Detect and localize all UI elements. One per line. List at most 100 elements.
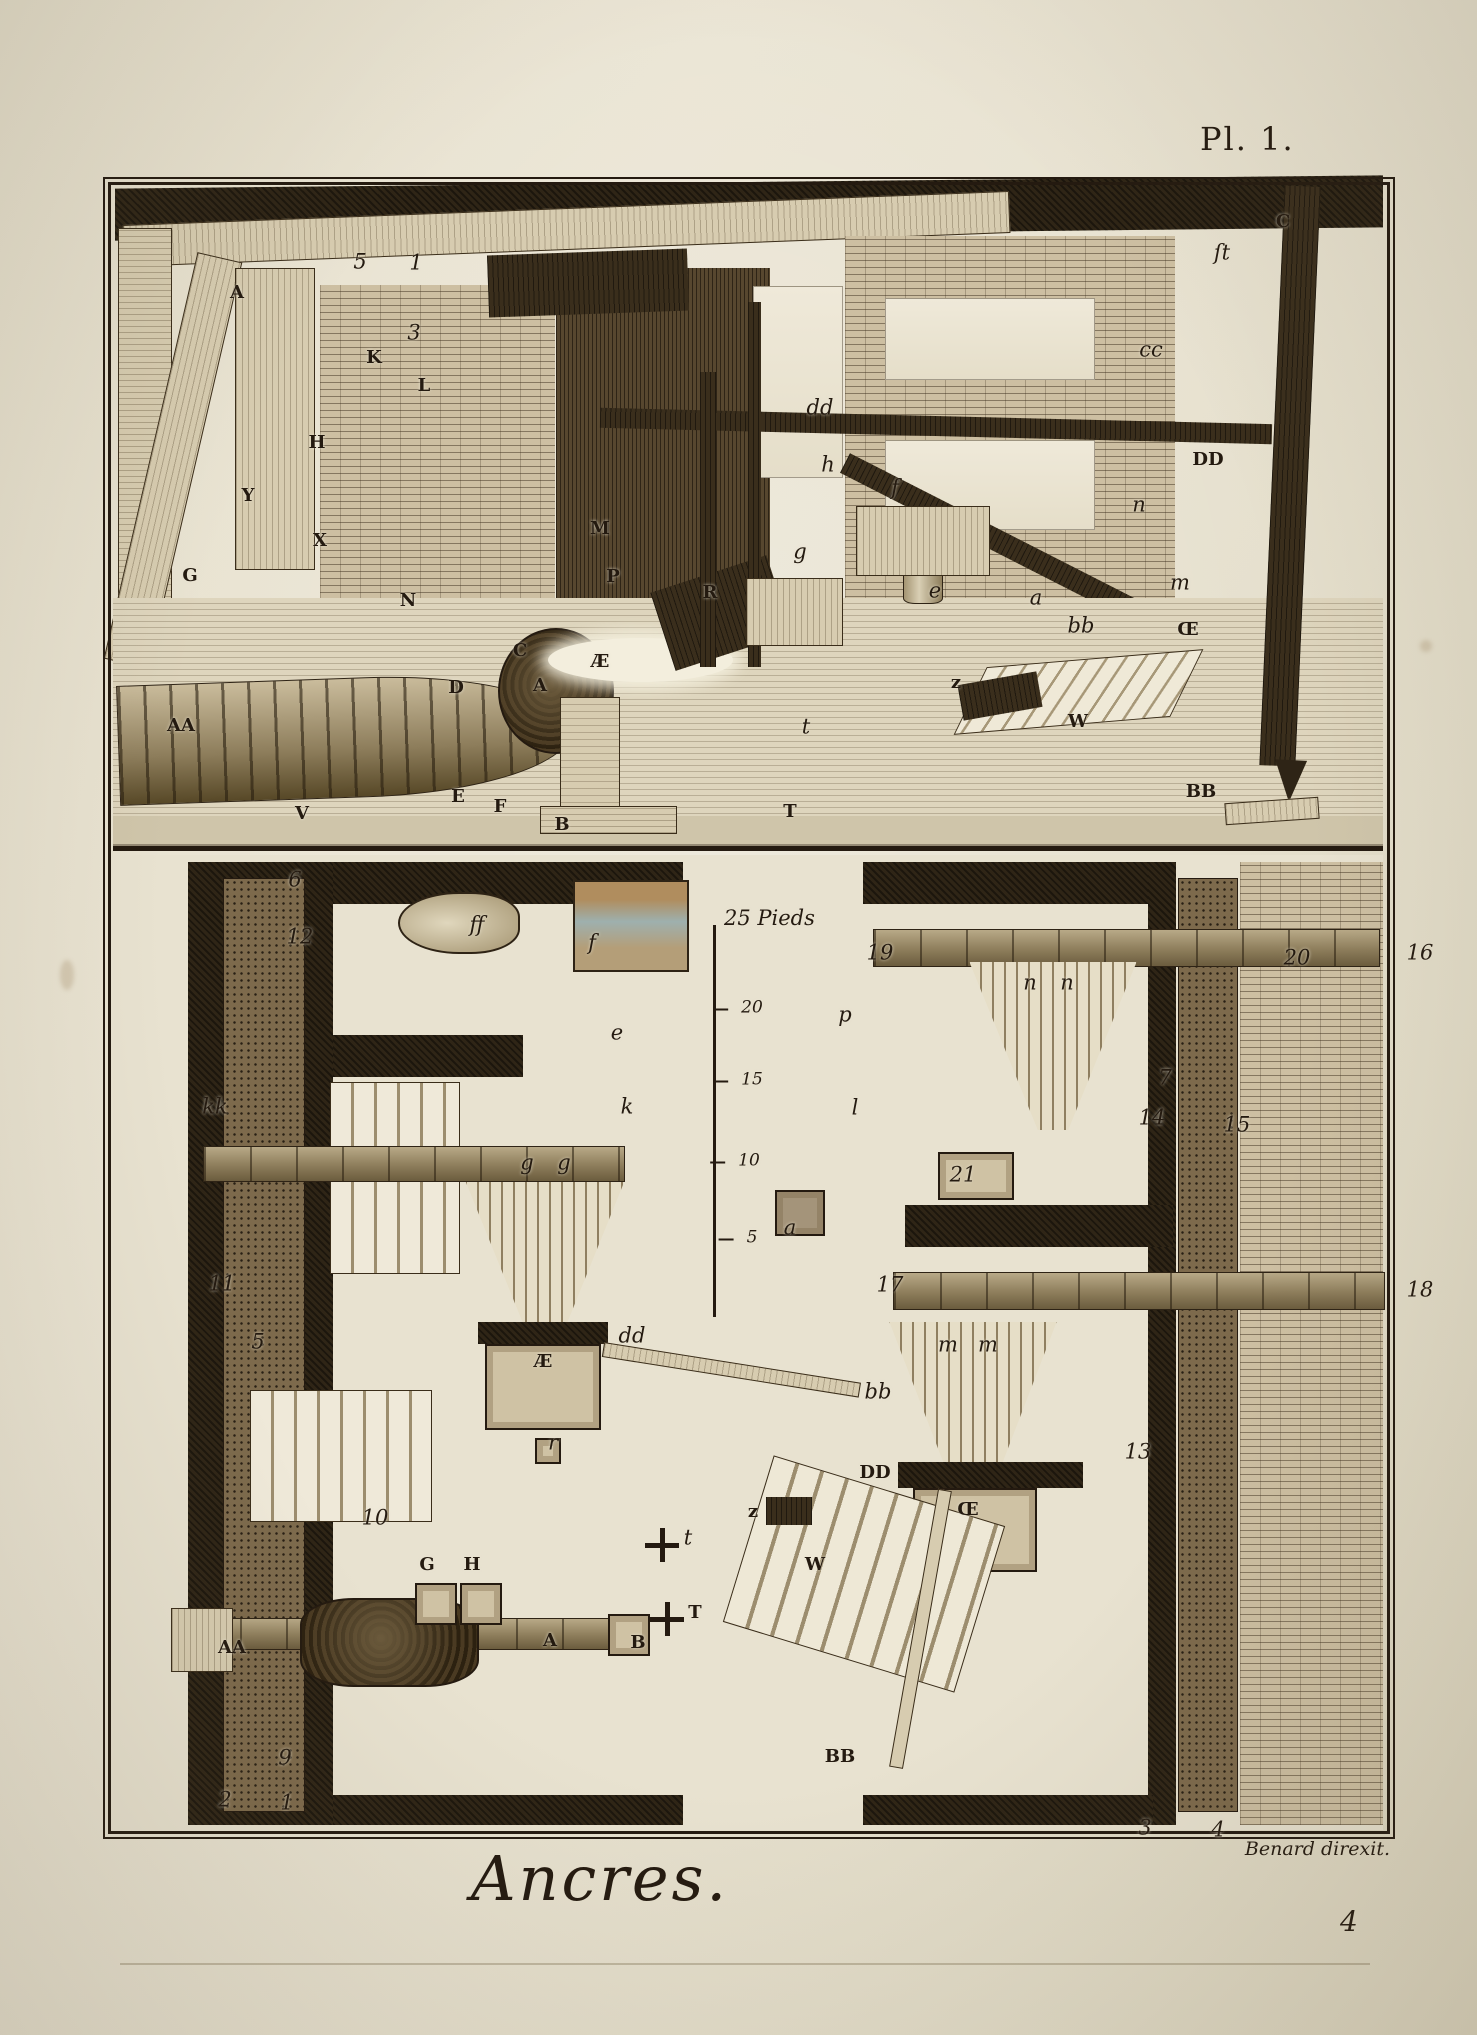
callout-label: 11 — [208, 1271, 236, 1296]
callout-label: n — [1060, 970, 1074, 995]
callout-label: a — [1029, 585, 1043, 610]
callout-label: W — [804, 1554, 826, 1575]
chest-art — [856, 506, 990, 576]
plan-block-AA-art — [171, 1608, 233, 1672]
scene-divider — [113, 846, 1383, 851]
callout-label: 3 — [407, 320, 421, 345]
callout-label: F — [493, 796, 507, 817]
callout-label: z — [747, 1501, 759, 1522]
callout-label: G — [419, 1554, 435, 1575]
plan-partition-left-art — [333, 1035, 523, 1077]
plan-plank-stack-lower-art — [250, 1390, 432, 1522]
plan-right-bricks-art — [1240, 862, 1383, 1825]
callout-label: Y — [241, 485, 255, 506]
callout-label: W — [1067, 711, 1089, 732]
callout-label: dd — [806, 395, 834, 420]
callout-label: 17 — [876, 1272, 904, 1297]
plate-number: Pl. 1. — [1200, 120, 1295, 158]
callout-label: dd — [618, 1323, 646, 1348]
callout-label: 1 — [409, 250, 423, 275]
paper-crease — [120, 1963, 1370, 1965]
callout-label: 15 — [1223, 1112, 1251, 1137]
plan-box-a-art — [775, 1190, 825, 1236]
callout-label: X — [313, 530, 327, 551]
callout-label: t — [683, 1525, 693, 1550]
callout-label: z — [950, 672, 962, 693]
plan-right-wall-art — [1148, 862, 1176, 1825]
callout-label: 20 — [1283, 945, 1311, 970]
callout-label: kk — [202, 1094, 228, 1119]
callout-label: bb — [864, 1379, 892, 1404]
callout-label: H — [463, 1554, 481, 1575]
doorway-art — [753, 286, 843, 478]
callout-label: T — [688, 1602, 702, 1623]
callout-label: 4 — [1211, 1817, 1225, 1842]
plan-box-r-art — [535, 1438, 561, 1464]
callout-label: T — [783, 801, 797, 822]
plan-box-B-art — [608, 1614, 650, 1656]
callout-label: A — [533, 675, 547, 696]
callout-label: 10 — [710, 1150, 760, 1171]
plan-right-flue-art — [1178, 878, 1238, 1812]
callout-label: 5 — [251, 1329, 265, 1354]
callout-label: cc — [1139, 337, 1163, 362]
callout-label: ſt — [1213, 240, 1231, 265]
callout-label: 7 — [1158, 1065, 1172, 1090]
callout-label: 13 — [1124, 1439, 1152, 1464]
callout-label: ff — [469, 912, 485, 937]
callout-label: G — [182, 565, 198, 586]
page-number: 4 — [1340, 1905, 1358, 1938]
plan-furnace-left-cap-art — [478, 1322, 608, 1344]
plan-box-21-art — [938, 1152, 1014, 1200]
callout-label: 2 — [218, 1787, 232, 1812]
plan-top-wall-right-art — [863, 862, 1173, 904]
window-upper-art — [885, 298, 1095, 380]
callout-label: C — [512, 640, 528, 661]
callout-label: m — [1170, 570, 1190, 595]
anvil-block-art — [560, 697, 620, 811]
brick-wall-left-art — [320, 285, 555, 607]
callout-label: BB — [1185, 781, 1217, 802]
plan-partition-right-art — [905, 1205, 1173, 1247]
plan-box-G-art — [415, 1583, 457, 1625]
anvil-base-art — [540, 806, 677, 834]
small-anvil-art — [746, 578, 843, 646]
callout-label: A — [230, 282, 244, 303]
callout-label: 5 — [719, 1227, 758, 1248]
timber-stack-art — [235, 268, 315, 570]
callout-label: m — [938, 1332, 958, 1357]
plan-stake-T-art — [650, 1602, 684, 1636]
callout-label: r — [547, 1430, 559, 1455]
plan-furnace-left-art — [485, 1344, 601, 1430]
callout-label: Æ — [590, 651, 610, 672]
foxing-spot — [1420, 640, 1432, 652]
callout-label: 5 — [353, 249, 367, 274]
callout-label: DD — [1192, 449, 1224, 470]
callout-label: Œ — [1177, 619, 1199, 640]
callout-label: A — [543, 1630, 557, 1651]
callout-label: E — [451, 786, 465, 807]
scale-bar — [713, 925, 716, 1317]
plan-furnace-right-cap-art — [898, 1462, 1083, 1488]
plan-box-H-art — [460, 1583, 502, 1625]
callout-label: Œ — [957, 1499, 979, 1520]
callout-label: 3 — [1138, 1815, 1152, 1840]
callout-label: n — [1132, 492, 1146, 517]
foxing-spot — [60, 960, 74, 990]
callout-label: p — [838, 1002, 852, 1027]
callout-label: B — [554, 814, 570, 835]
callout-label: N — [399, 590, 417, 611]
dark-wall-art — [556, 268, 770, 603]
hammer-post2-art — [748, 302, 761, 667]
plan-shaft-right-top-art — [873, 929, 1380, 967]
scale-bar-title: 25 Pieds — [724, 906, 815, 930]
callout-label: AA — [167, 715, 195, 736]
plan-trough-art — [573, 880, 689, 972]
callout-label: k — [620, 1094, 634, 1119]
callout-label: R — [702, 582, 718, 603]
callout-label: 21 — [949, 1162, 977, 1187]
callout-label: 6 — [288, 867, 302, 892]
callout-label: V — [295, 803, 309, 824]
plan-block-z-art — [766, 1497, 812, 1525]
